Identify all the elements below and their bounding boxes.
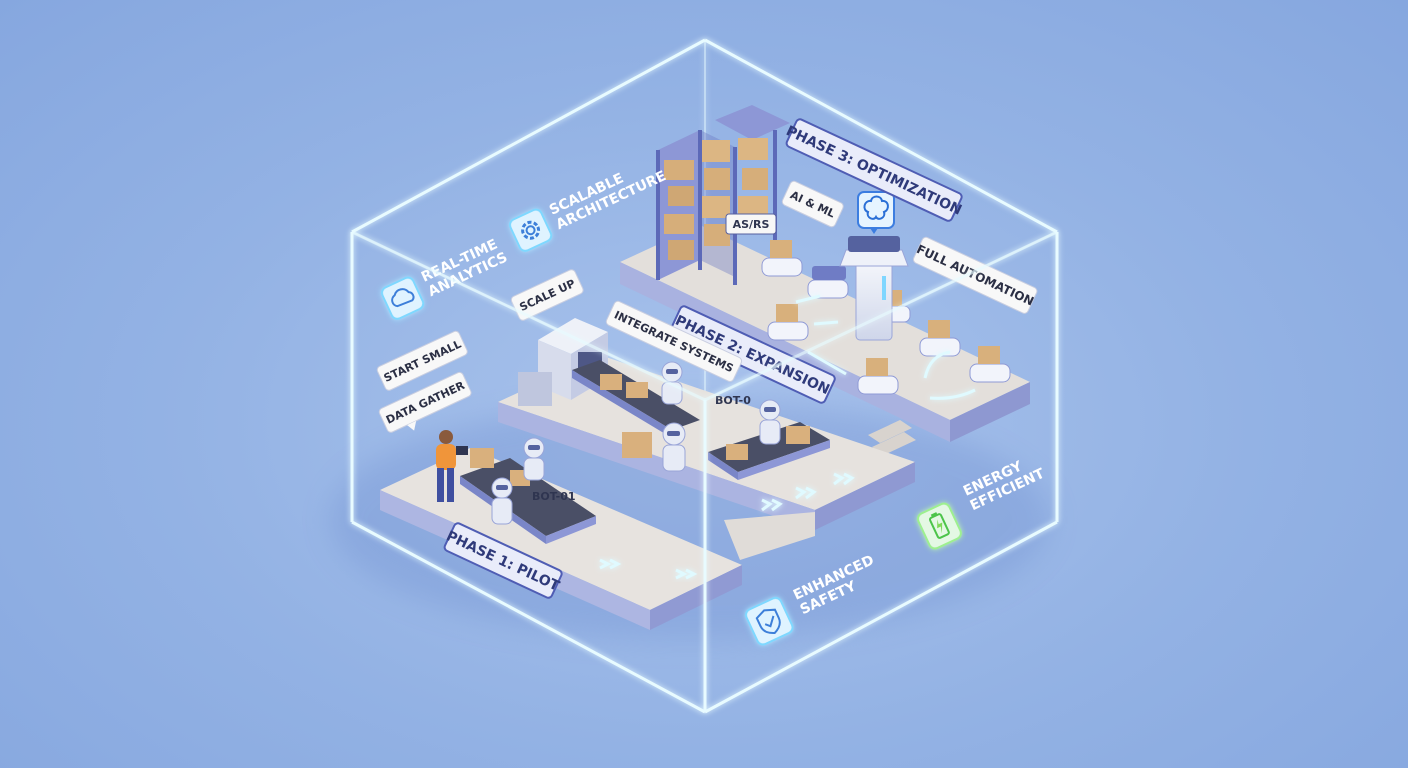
- humanoid-robot: [491, 477, 513, 525]
- flow-arrows: [795, 294, 976, 400]
- amr-robot: [767, 304, 809, 341]
- ai-ml-callout: AI & ML: [781, 180, 844, 228]
- amr-robot: [919, 320, 961, 357]
- asrs-racks: [656, 105, 790, 285]
- humanoid-robot: [662, 422, 686, 472]
- ai-control-tower: [839, 236, 909, 341]
- shield-check-icon: [755, 608, 781, 634]
- asrs-tag: AS/RS: [725, 213, 777, 235]
- parcel-stack: [622, 432, 652, 458]
- full-automation-callout: FULL AUTOMATION: [912, 236, 1038, 314]
- scalable-architecture-feature: SCALABLE ARCHITECTURE: [508, 168, 669, 252]
- amr-robot: [761, 240, 803, 277]
- svg-text:BOT-01: BOT-01: [532, 490, 576, 503]
- gear-icon: [521, 220, 541, 240]
- humanoid-robot: [523, 437, 545, 481]
- humanoid-robot: [759, 399, 781, 445]
- conveyor-belt: [708, 422, 830, 480]
- amr-robot: [807, 266, 849, 299]
- bot01-tag: BOT-01: [532, 490, 576, 503]
- svg-text:AS/RS: AS/RS: [733, 218, 770, 231]
- bot02-tag: BOT-0: [715, 394, 751, 407]
- amr-robot: [857, 358, 899, 395]
- svg-text:BOT-0: BOT-0: [715, 394, 751, 407]
- chevron-arrows: [761, 472, 855, 512]
- brain-icon: [857, 191, 895, 234]
- conveyor-belt: [572, 360, 700, 438]
- cloud-icon: [391, 288, 415, 308]
- amr-robot: [969, 346, 1011, 383]
- glass-cube-front: [350, 38, 1059, 714]
- human-operator: [436, 430, 468, 502]
- chevron-arrows: [599, 558, 698, 580]
- battery-icon: [929, 512, 950, 539]
